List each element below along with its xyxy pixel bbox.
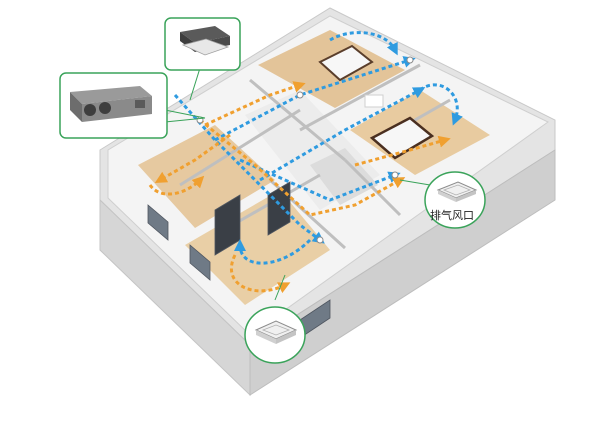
exhaust-loop-lower xyxy=(229,254,291,294)
exhaust-branch-top xyxy=(204,81,306,127)
heat-recovery-unit-callout xyxy=(59,72,168,139)
wardrobe xyxy=(364,94,384,108)
fresh-air-loop-right xyxy=(419,83,463,126)
lower-vent-callout xyxy=(244,306,306,364)
ceiling-vent-grille-icon xyxy=(436,181,478,202)
bed-top-room xyxy=(318,44,374,82)
storage-floor xyxy=(310,148,378,205)
fresh-air-loop-top xyxy=(329,31,398,56)
exhaust-vent-label: 排气风口 xyxy=(430,209,474,222)
windows xyxy=(147,181,331,339)
fresh-air-loop-lower xyxy=(234,238,312,265)
exhaust-air-ducts xyxy=(148,81,451,294)
bed-right-room xyxy=(369,116,435,160)
heat-recovery-ventilator-icon xyxy=(70,86,152,122)
exhaust-branch-right xyxy=(354,135,451,167)
fresh-air-main-duct xyxy=(173,94,325,244)
fresh-air-ducts xyxy=(173,31,463,265)
ceiling-unit-callout xyxy=(164,17,241,71)
living-room-floor xyxy=(138,125,275,228)
ceiling-cassette-icon xyxy=(180,26,230,56)
exhaust-loop-living xyxy=(148,175,205,196)
callout-connectors xyxy=(164,67,431,301)
fresh-air-branch-mid xyxy=(239,158,401,202)
furniture xyxy=(318,44,435,160)
ceiling-vent-grille-icon xyxy=(254,320,298,344)
fresh-air-branch-right xyxy=(259,87,426,182)
exhaust-branch-living xyxy=(154,133,231,183)
exhaust-vent-callout xyxy=(424,171,486,229)
